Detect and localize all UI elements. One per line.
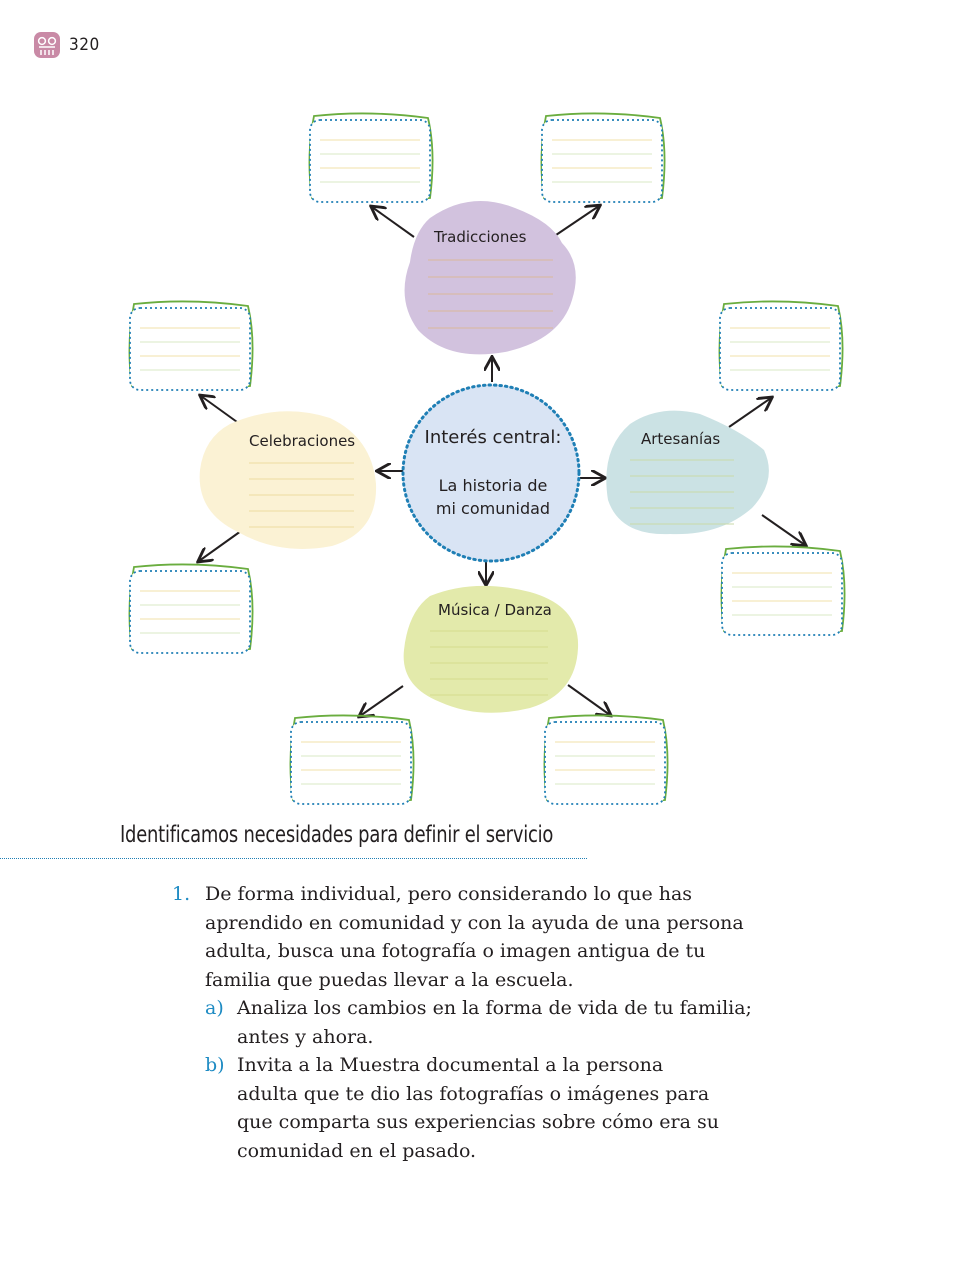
node-blob — [199, 411, 377, 549]
central-text-line1: La historia de — [439, 476, 548, 495]
answer-card[interactable] — [289, 714, 415, 805]
node-label: Artesanías — [641, 430, 720, 448]
answer-card[interactable] — [720, 545, 846, 636]
page-header: 320 — [33, 31, 100, 59]
activity-item: 1. De forma individual, pero considerand… — [172, 880, 792, 994]
sub-item-a: a) Analiza los cambios en la forma de vi… — [205, 994, 792, 1051]
central-title: Interés central: — [425, 427, 562, 448]
answer-card[interactable] — [128, 300, 254, 391]
node-blob — [404, 200, 576, 355]
node-label: Tradicciones — [433, 228, 527, 246]
node-blob — [606, 410, 769, 535]
section-title: Identificamos necesidades para definir e… — [120, 822, 554, 848]
concept-map: Tradicciones Celebraciones Artesanías Mú… — [128, 112, 846, 805]
sub-item-text: Analiza los cambios en la forma de vida … — [237, 997, 752, 1048]
central-interest: Interés central: La historia de mi comun… — [401, 383, 581, 563]
node-musica-danza: Música / Danza — [403, 585, 579, 713]
book-emblem-icon — [34, 32, 60, 58]
node-tradiciones: Tradicciones — [404, 200, 576, 355]
activity-text: De forma individual, pero considerando l… — [205, 883, 744, 991]
answer-card[interactable] — [128, 563, 254, 654]
central-text-line2: mi comunidad — [436, 499, 550, 518]
node-label: Celebraciones — [249, 432, 355, 450]
node-blob — [403, 585, 579, 713]
page-number: 320 — [69, 35, 100, 55]
node-celebraciones: Celebraciones — [199, 411, 377, 549]
answer-card[interactable] — [308, 112, 434, 203]
sub-item-letter: a) — [205, 997, 224, 1019]
activity: 1. De forma individual, pero considerand… — [172, 880, 792, 1165]
node-artesanias: Artesanías — [606, 410, 769, 535]
answer-card[interactable] — [718, 300, 844, 391]
sub-item-letter: b) — [205, 1054, 225, 1076]
answer-card[interactable] — [543, 714, 669, 805]
answer-card[interactable] — [540, 112, 666, 203]
node-label: Música / Danza — [438, 601, 552, 619]
sub-item-b: b) Invita a la Muestra documental a la p… — [205, 1051, 792, 1165]
section-divider — [0, 858, 587, 859]
sub-item-text: Invita a la Muestra documental a la pers… — [237, 1054, 719, 1162]
activity-number: 1. — [172, 883, 191, 905]
